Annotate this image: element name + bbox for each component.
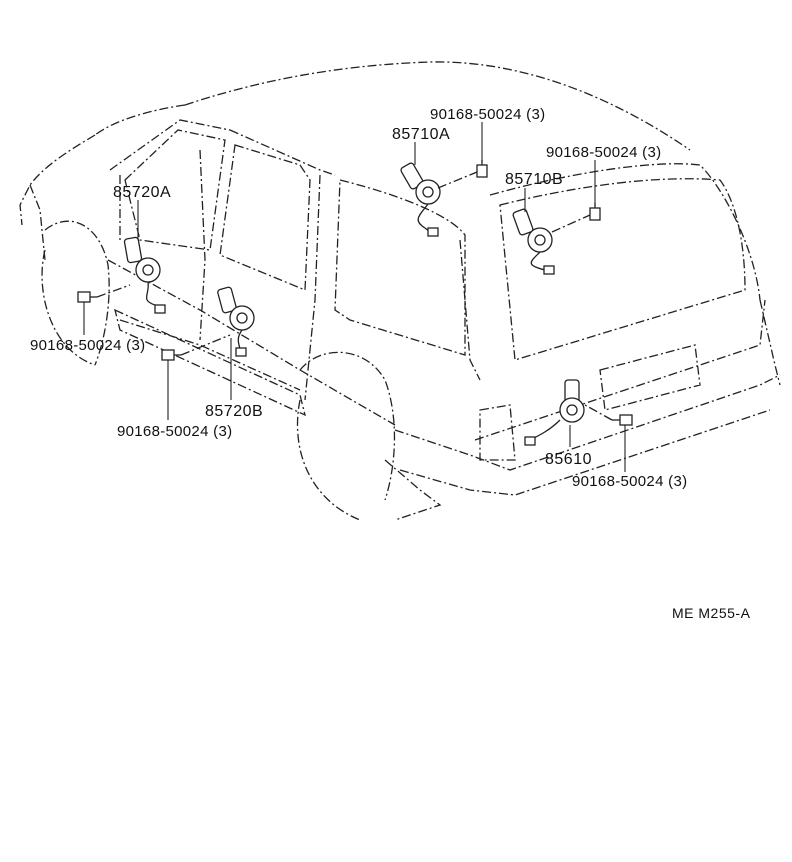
screw-front-right-icon: [476, 160, 488, 178]
screw-front-left-icon: [77, 291, 97, 303]
label-85710a: 85710A: [392, 126, 450, 143]
motor-front-left: [123, 236, 166, 314]
label-screw-front-left: 90168-50024 (3): [30, 337, 145, 354]
motor-front-right: [400, 162, 441, 237]
motor-rear-left: [217, 286, 255, 357]
label-85610: 85610: [545, 451, 592, 468]
label-85710b: 85710B: [505, 171, 563, 188]
label-85720b: 85720B: [205, 403, 263, 420]
leader-lines: [83, 122, 626, 472]
motor-back-door: [524, 379, 585, 446]
reference-code: ME M255-A: [672, 605, 751, 621]
label-screw-rear-right: 90168-50024 (3): [546, 144, 661, 161]
motor-rear-right: [512, 208, 555, 275]
screw-rear-left-icon: [161, 349, 181, 361]
screw-rear-right-icon: [589, 203, 601, 221]
label-screw-back-door: 90168-50024 (3): [572, 473, 687, 490]
label-screw-rear-left: 90168-50024 (3): [117, 423, 232, 440]
screw-back-door-icon: [612, 414, 633, 426]
label-85720a: 85720A: [113, 184, 171, 201]
vehicle-outline: [19, 61, 781, 521]
label-screw-front-right: 90168-50024 (3): [430, 106, 545, 123]
